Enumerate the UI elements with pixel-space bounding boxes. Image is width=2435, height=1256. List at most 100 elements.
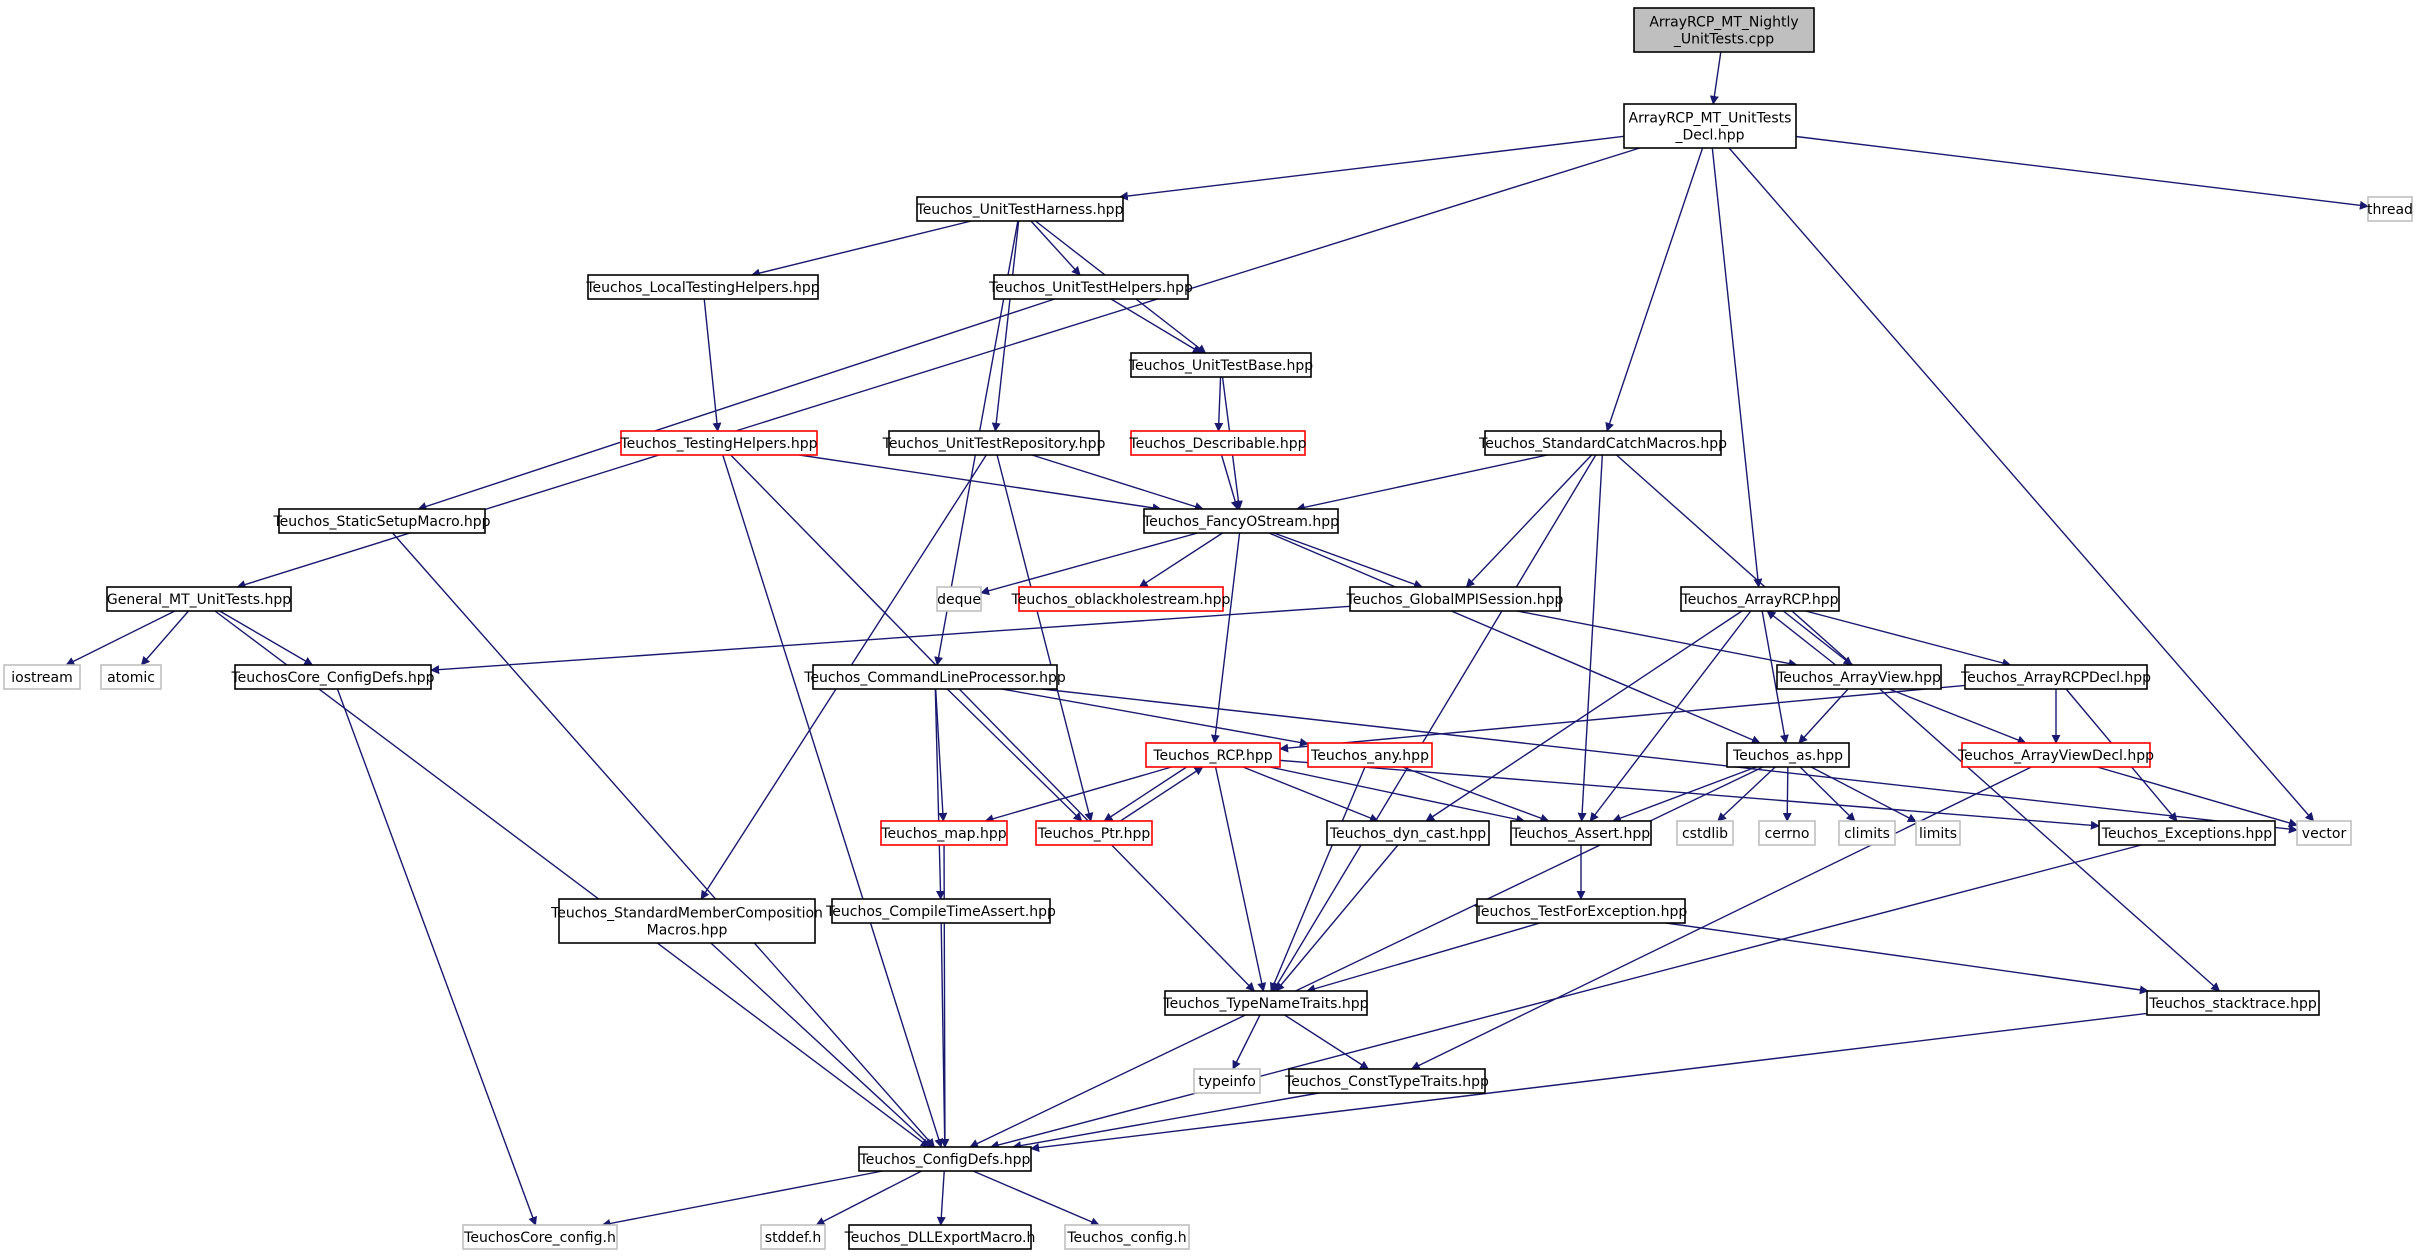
graph-node-coreconfigdefs[interactable]: TeuchosCore_ConfigDefs.hpp bbox=[230, 664, 435, 690]
edge-stdmember-to-configdefs bbox=[710, 942, 933, 1148]
graph-node-globalmpi[interactable]: Teuchos_GlobalMPISession.hpp bbox=[1346, 586, 1564, 612]
graph-node-atomic[interactable]: atomic bbox=[100, 664, 162, 690]
edge-harness-to-utrepo bbox=[991, 220, 1020, 432]
graph-node-teuchosconfigh[interactable]: Teuchos_config.h bbox=[1064, 1224, 1190, 1250]
edge-fancy-to-as bbox=[1268, 532, 1761, 744]
edge-harness-to-localtest bbox=[750, 220, 972, 278]
graph-node-rcp[interactable]: Teuchos_RCP.hpp bbox=[1145, 742, 1281, 768]
node-label: stddef.h bbox=[765, 1230, 821, 1246]
graph-node-as[interactable]: Teuchos_as.hpp bbox=[1726, 742, 1850, 768]
graph-node-utrepo[interactable]: Teuchos_UnitTestRepository.hpp bbox=[882, 430, 1106, 456]
graph-node-typename[interactable]: Teuchos_TypeNameTraits.hpp bbox=[1162, 990, 1369, 1016]
graph-node-configdefs[interactable]: Teuchos_ConfigDefs.hpp bbox=[858, 1146, 1032, 1172]
edge-as-to-cerrno bbox=[1782, 766, 1792, 822]
graph-node-describable[interactable]: Teuchos_Describable.hpp bbox=[1128, 430, 1307, 456]
graph-node-decl[interactable]: ArrayRCP_MT_UnitTests_Decl.hpp bbox=[1623, 103, 1797, 149]
graph-node-thread[interactable]: thread bbox=[2367, 196, 2413, 222]
edge-testforexc-to-stacktrace bbox=[1665, 922, 2149, 995]
node-box bbox=[1838, 820, 1896, 846]
edge-stdcatch-to-assert bbox=[1577, 454, 1604, 822]
edge-uthelpers-to-staticsetup bbox=[417, 298, 1055, 511]
graph-node-ptr[interactable]: Teuchos_Ptr.hpp bbox=[1035, 820, 1153, 846]
edge-decl-to-harness bbox=[1118, 135, 1625, 201]
graph-node-uthelpers[interactable]: Teuchos_UnitTestHelpers.hpp bbox=[988, 274, 1193, 300]
graph-node-arrayrcp[interactable]: Teuchos_ArrayRCP.hpp bbox=[1680, 586, 1840, 612]
graph-node-compiletime[interactable]: Teuchos_CompileTimeAssert.hpp bbox=[825, 898, 1056, 924]
edge-harness-to-uthelpers bbox=[1030, 220, 1081, 276]
graph-node-assert[interactable]: Teuchos_Assert.hpp bbox=[1510, 820, 1652, 846]
edge-arrayview-to-arrayrcp bbox=[1766, 610, 1837, 666]
graph-node-coreconfigh[interactable]: TeuchosCore_config.h bbox=[462, 1224, 618, 1250]
node-label: Teuchos_as.hpp bbox=[1732, 748, 1843, 764]
graph-node-stacktrace[interactable]: Teuchos_stacktrace.hpp bbox=[2146, 990, 2320, 1016]
edge-arrayrcpdecl-to-rcp bbox=[1279, 684, 1966, 753]
node-label: Teuchos_UnitTestHarness.hpp bbox=[916, 202, 1124, 218]
node-box bbox=[1726, 742, 1850, 768]
graph-node-stdmember[interactable]: Teuchos_StandardMemberCompositionMacros.… bbox=[550, 898, 823, 944]
node-label: cstdlib bbox=[1682, 826, 1728, 842]
edge-any-to-typename bbox=[1270, 766, 1366, 992]
node-label: Teuchos_StandardCatchMacros.hpp bbox=[1478, 436, 1727, 452]
graph-node-cmdline[interactable]: Teuchos_CommandLineProcessor.hpp bbox=[803, 664, 1066, 690]
edge-rcp-to-exceptions bbox=[1279, 759, 2100, 830]
edge-globalmpi-to-coreconfigdefs bbox=[430, 605, 1351, 675]
graph-node-cerrno[interactable]: cerrno bbox=[1758, 820, 1816, 846]
graph-node-harness[interactable]: Teuchos_UnitTestHarness.hpp bbox=[916, 196, 1124, 222]
graph-node-stddef[interactable]: stddef.h bbox=[760, 1224, 826, 1250]
edge-configdefs-to-coreconfigh bbox=[601, 1170, 883, 1228]
graph-node-exceptions[interactable]: Teuchos_Exceptions.hpp bbox=[2098, 820, 2276, 846]
edge-arrayview-to-arrayviewdecl bbox=[1889, 688, 2027, 745]
graph-node-localtest[interactable]: Teuchos_LocalTestingHelpers.hpp bbox=[585, 274, 820, 300]
node-label: Teuchos_TypeNameTraits.hpp bbox=[1162, 996, 1368, 1012]
node-label: thread bbox=[2367, 202, 2413, 218]
node-label: Teuchos_stacktrace.hpp bbox=[2148, 996, 2317, 1012]
graph-node-cstdlib[interactable]: cstdlib bbox=[1676, 820, 1734, 846]
graph-node-map[interactable]: Teuchos_map.hpp bbox=[880, 820, 1008, 846]
graph-node-arrayrcpdecl[interactable]: Teuchos_ArrayRCPDecl.hpp bbox=[1960, 664, 2151, 690]
graph-node-utbase[interactable]: Teuchos_UnitTestBase.hpp bbox=[1128, 352, 1313, 378]
node-label: Teuchos_LocalTestingHelpers.hpp bbox=[585, 280, 819, 296]
node-box bbox=[462, 1224, 618, 1250]
graph-node-staticsetup[interactable]: Teuchos_StaticSetupMacro.hpp bbox=[272, 508, 491, 534]
node-box bbox=[1680, 586, 1840, 612]
graph-node-arrayviewdecl[interactable]: Teuchos_ArrayViewDecl.hpp bbox=[1957, 742, 2154, 768]
graph-node-general[interactable]: General_MT_UnitTests.hpp bbox=[106, 586, 292, 612]
graph-node-limits[interactable]: limits bbox=[1915, 820, 1961, 846]
edge-arrayrcp-to-assert bbox=[1589, 610, 1752, 822]
graph-node-testforexc[interactable]: Teuchos_TestForException.hpp bbox=[1474, 898, 1688, 924]
edge-testinghelpers-to-typename bbox=[730, 454, 1255, 992]
node-label: Teuchos_ArrayRCP.hpp bbox=[1681, 592, 1839, 608]
node-label: Teuchos_Assert.hpp bbox=[1511, 826, 1650, 842]
edge-layer bbox=[65, 51, 2369, 1228]
graph-node-dllexport[interactable]: Teuchos_DLLExportMacro.h bbox=[844, 1224, 1036, 1250]
graph-node-arrayview[interactable]: Teuchos_ArrayView.hpp bbox=[1776, 664, 1942, 690]
edge-arrayview-to-as bbox=[1798, 688, 1849, 744]
graph-node-oblack[interactable]: Teuchos_oblackholestream.hpp bbox=[1011, 586, 1231, 612]
node-label: Teuchos_ArrayViewDecl.hpp bbox=[1957, 748, 2154, 764]
graph-node-any[interactable]: Teuchos_any.hpp bbox=[1307, 742, 1433, 768]
edge-cmdline-to-compiletime bbox=[934, 688, 945, 900]
graph-node-root[interactable]: ArrayRCP_MT_Nightly_UnitTests.cpp bbox=[1633, 7, 1815, 53]
graph-node-fancy[interactable]: Teuchos_FancyOStream.hpp bbox=[1142, 508, 1339, 534]
graph-node-testinghelpers[interactable]: Teuchos_TestingHelpers.hpp bbox=[620, 430, 818, 456]
graph-node-stdcatch[interactable]: Teuchos_StandardCatchMacros.hpp bbox=[1478, 430, 1727, 456]
node-box bbox=[1776, 664, 1942, 690]
node-label: Teuchos_dyn_cast.hpp bbox=[1329, 826, 1486, 842]
graph-node-climits[interactable]: climits bbox=[1838, 820, 1896, 846]
graph-node-dyncast[interactable]: Teuchos_dyn_cast.hpp bbox=[1326, 820, 1490, 846]
graph-node-iostream[interactable]: iostream bbox=[3, 664, 81, 690]
node-label: Teuchos_StaticSetupMacro.hpp bbox=[272, 514, 490, 530]
edge-typename-to-typeinfo bbox=[1232, 1014, 1261, 1070]
graph-node-vector[interactable]: vector bbox=[2296, 820, 2352, 846]
edge-testinghelpers-to-configdefs bbox=[722, 454, 944, 1148]
graph-node-deque[interactable]: deque bbox=[936, 586, 982, 612]
graph-node-typeinfo[interactable]: typeinfo bbox=[1193, 1068, 1261, 1094]
node-label: TeuchosCore_ConfigDefs.hpp bbox=[230, 670, 434, 686]
edge-general-to-atomic bbox=[140, 610, 190, 666]
node-box bbox=[1064, 1224, 1190, 1250]
graph-node-consttype[interactable]: Teuchos_ConstTypeTraits.hpp bbox=[1284, 1068, 1489, 1094]
node-label: vector bbox=[2302, 826, 2347, 842]
node-box bbox=[1476, 898, 1686, 924]
node-label: _UnitTests.cpp bbox=[1673, 32, 1774, 48]
